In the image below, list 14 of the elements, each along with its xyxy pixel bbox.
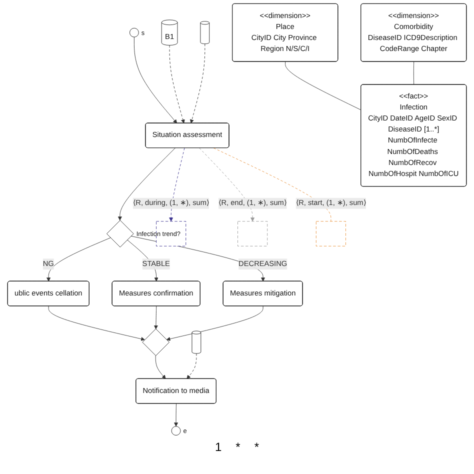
multiplicity-label: * — [236, 440, 240, 454]
node-circle — [171, 426, 181, 436]
node-circle — [130, 28, 139, 38]
connector — [285, 62, 362, 110]
node-box — [238, 221, 268, 246]
multiplicity-label: * — [254, 440, 260, 454]
node-box — [316, 221, 346, 246]
node-cylinder — [192, 330, 202, 354]
connector — [413, 62, 414, 85]
multiplicity-label: 1 — [214, 440, 222, 454]
node-cylinder — [200, 21, 210, 44]
node-diamond — [106, 220, 134, 248]
node-diamond — [142, 328, 170, 356]
connector — [213, 148, 332, 222]
